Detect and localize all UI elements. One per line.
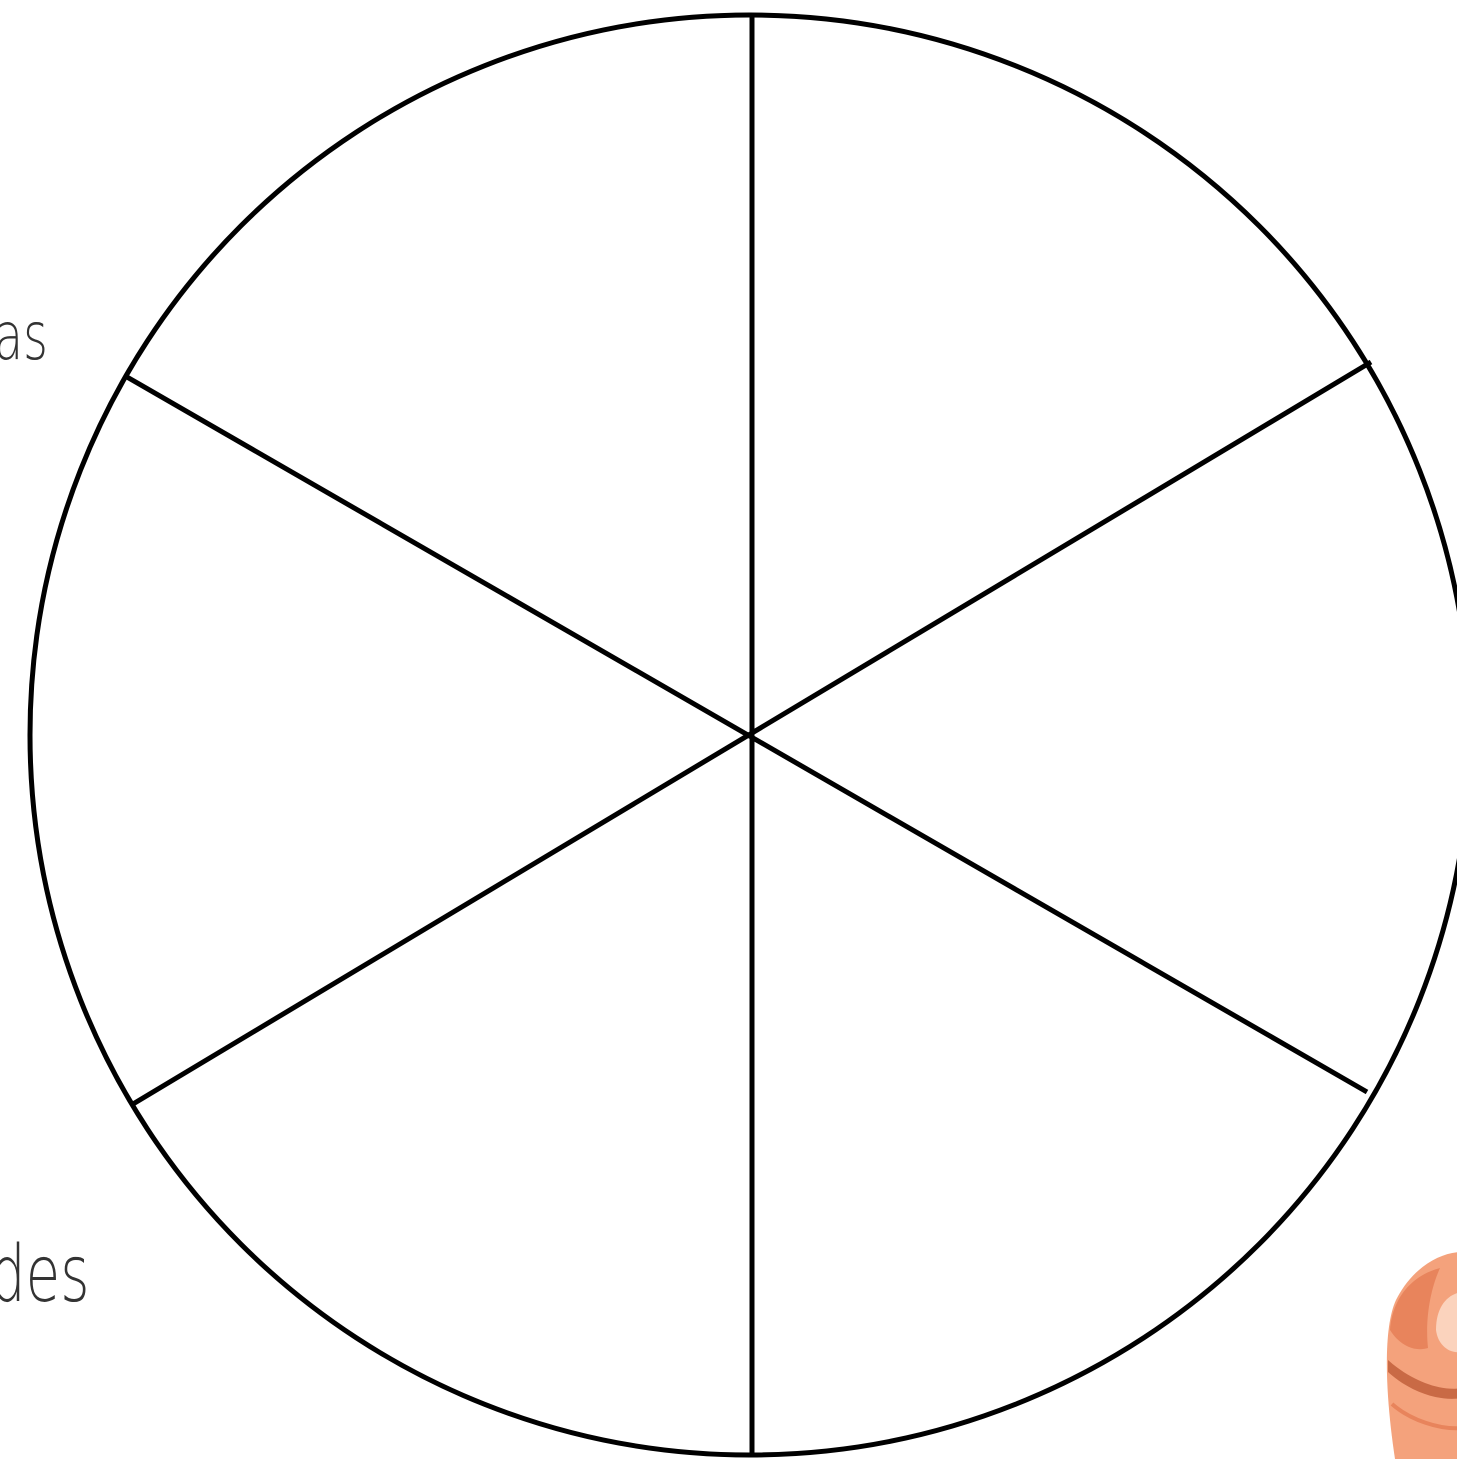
label-fragment-top: as bbox=[0, 304, 48, 370]
label-fragment-bottom: des bbox=[0, 1236, 89, 1314]
hand-finger-icon bbox=[1387, 1252, 1457, 1459]
